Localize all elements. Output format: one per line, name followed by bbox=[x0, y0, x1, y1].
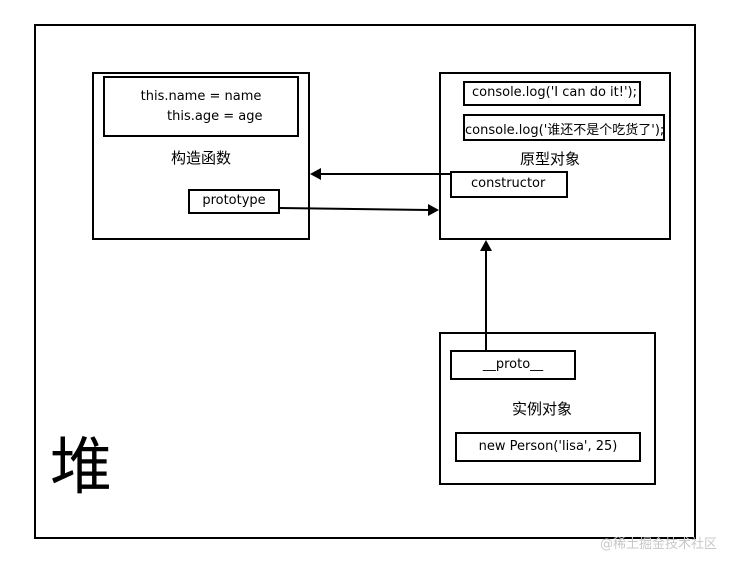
prototype-arrowhead bbox=[428, 204, 439, 216]
code-line-name: this.name = name bbox=[140, 89, 262, 104]
proto-label: __proto__ bbox=[482, 357, 544, 372]
method-2-text: console.log('谁还不是个吃货了'); bbox=[465, 123, 665, 138]
instance-title: 实例对象 bbox=[512, 400, 573, 418]
constructor-code-box bbox=[103, 76, 299, 137]
constructor-label: constructor bbox=[471, 176, 546, 191]
prototype-label: prototype bbox=[202, 193, 266, 208]
heap-label: 堆 bbox=[50, 430, 113, 503]
proto-arrowhead bbox=[480, 240, 492, 251]
instance-call-box bbox=[455, 432, 641, 462]
method-1-text: console.log('I can do it!'); bbox=[472, 85, 638, 100]
prototype-title: 原型对象 bbox=[520, 150, 581, 168]
constructor-arrowhead bbox=[310, 168, 321, 180]
constructor-property-box bbox=[450, 171, 568, 198]
prototype-property-box bbox=[188, 189, 280, 214]
code-line-age: this.age = age bbox=[167, 109, 263, 124]
prototype-to-object-arrow bbox=[279, 207, 430, 211]
proto-property-box bbox=[450, 350, 576, 380]
method-2-box bbox=[463, 114, 665, 141]
instance-call-text: new Person('lisa', 25) bbox=[478, 439, 618, 454]
method-1-box bbox=[463, 81, 641, 106]
constructor-title: 构造函数 bbox=[170, 149, 231, 167]
watermark: @稀土掘金技术社区 bbox=[599, 537, 717, 552]
